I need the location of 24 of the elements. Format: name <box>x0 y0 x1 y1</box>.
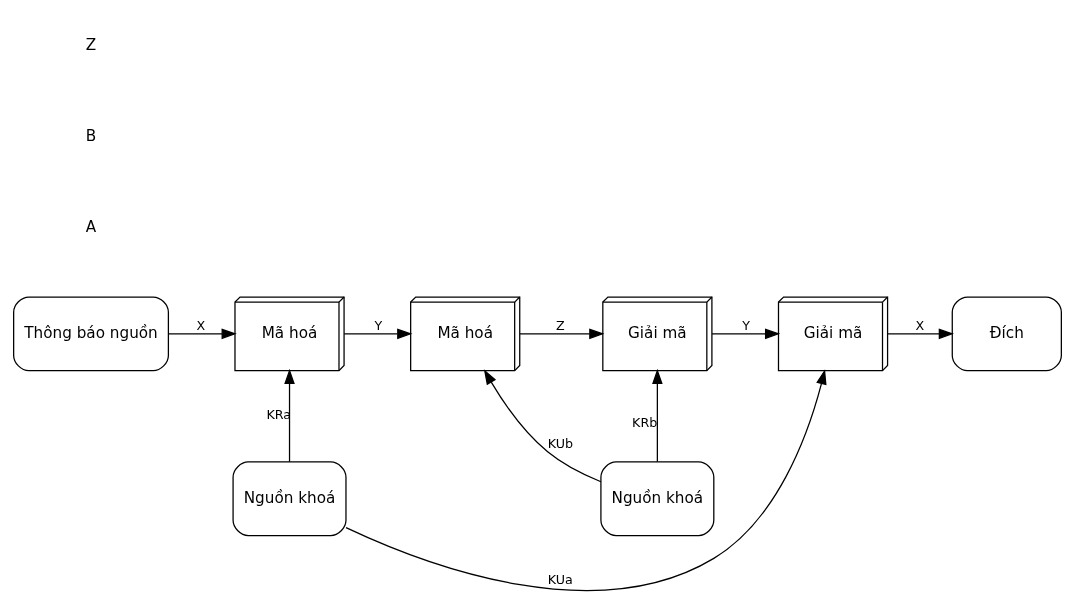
node-box: Nguồn khoá <box>600 460 715 536</box>
arrow <box>887 328 954 339</box>
edge-label: Z <box>555 317 565 333</box>
edge-label: Y <box>742 317 751 333</box>
edge-label: KUa <box>547 571 573 587</box>
edge-label: X <box>196 317 206 333</box>
edge-label: KUb <box>547 435 573 451</box>
arrow <box>652 368 663 462</box>
arrow <box>343 328 413 339</box>
label: B <box>85 126 97 145</box>
arrow <box>711 328 781 339</box>
edge-label: KRb <box>632 414 658 430</box>
node-box: Đích <box>951 295 1062 371</box>
node-box: Thông báo nguồn <box>13 295 170 371</box>
arrow <box>483 368 602 482</box>
arrow <box>284 368 295 462</box>
edge-label: X <box>915 317 925 333</box>
arrow <box>168 328 237 339</box>
label: A <box>85 217 97 236</box>
edge-label: Y <box>374 317 383 333</box>
label: Z <box>85 35 97 54</box>
node-box: Nguồn khoá <box>232 460 347 536</box>
arrow <box>519 328 605 339</box>
arrow <box>345 368 827 591</box>
